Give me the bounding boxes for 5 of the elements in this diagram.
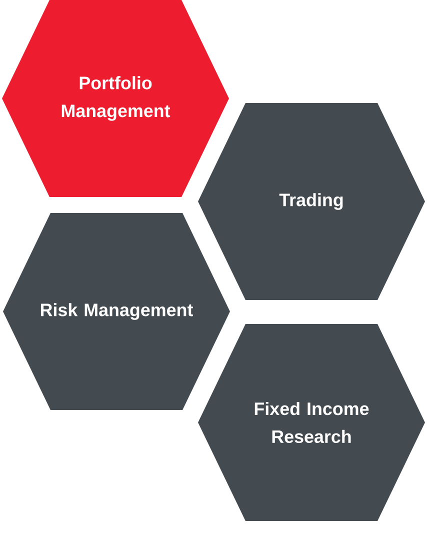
- hexagon: Risk Management: [3, 213, 230, 410]
- hexagon: Fixed Income Research: [198, 324, 425, 521]
- hexagon: Portfolio Management: [2, 0, 229, 197]
- hexagon: Trading: [198, 103, 425, 300]
- node-label: Risk Management: [40, 303, 193, 320]
